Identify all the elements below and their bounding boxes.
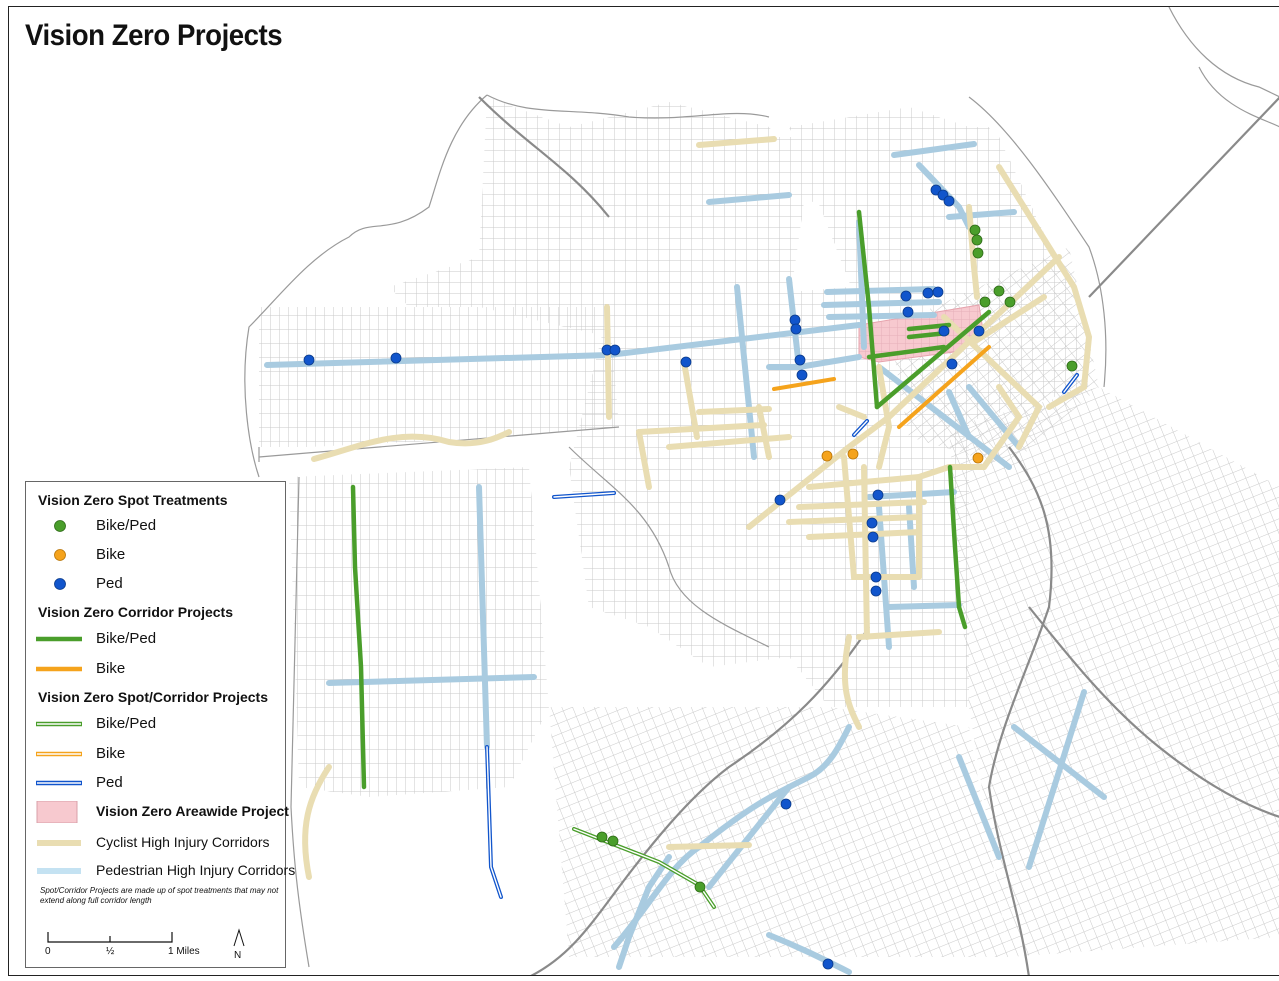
cyclist-corridors bbox=[302, 136, 1093, 880]
pedestrian-corridors bbox=[264, 141, 1107, 975]
bikeped-spot-corridors bbox=[572, 827, 716, 909]
tan-corridor-icon bbox=[37, 840, 81, 846]
legend-item-areawide: Vision Zero Areawide Project bbox=[34, 801, 289, 823]
scale-one: 1 Miles bbox=[168, 946, 200, 957]
scale-bar-graphic bbox=[47, 928, 245, 947]
green-dot-icon bbox=[54, 520, 66, 532]
legend-label: Ped bbox=[96, 774, 123, 791]
legend-item-corridor-bikeped: Bike/Ped bbox=[34, 628, 284, 650]
blue-double-line-icon bbox=[36, 780, 82, 786]
legend: Vision Zero Spot Treatments Bike/Ped Bik… bbox=[25, 481, 295, 968]
legend-label: Pedestrian High Injury Corridors bbox=[96, 862, 296, 878]
grid-richmond bbox=[259, 307, 619, 447]
orange-double-line-icon bbox=[36, 751, 82, 757]
legend-item-corridor-bike: Bike bbox=[34, 658, 284, 680]
legend-label: Bike/Ped bbox=[96, 630, 157, 647]
orange-dot-icon bbox=[54, 549, 66, 561]
bike-corridors bbox=[772, 345, 991, 429]
spot-dots-bikeped bbox=[596, 224, 1078, 893]
legend-label: Bike bbox=[96, 745, 126, 762]
grid-southeast bbox=[949, 387, 1279, 957]
legend-item-pedestrian-corridor: Pedestrian High Injury Corridors bbox=[34, 860, 295, 882]
legend-item-spotcorridor-bike: Bike bbox=[34, 743, 284, 765]
north-arrow-label: N bbox=[234, 950, 242, 961]
map-frame: Vision Zero Projects Vision Zero Spot Tr… bbox=[8, 6, 1279, 976]
legend-label: Bike bbox=[96, 546, 126, 563]
legend-item-spot-ped: Ped bbox=[34, 573, 284, 595]
legend-item-spotcorridor-bikeped: Bike/Ped bbox=[34, 713, 284, 735]
scale-zero: 0 bbox=[45, 946, 51, 957]
scale-bar: 0 ½ 1 Miles N bbox=[36, 926, 276, 962]
freeways bbox=[478, 96, 1279, 975]
blue-dot-icon bbox=[54, 578, 66, 590]
green-line-icon bbox=[36, 636, 82, 642]
base-outlines bbox=[244, 7, 1279, 968]
map-canvas bbox=[244, 7, 1279, 975]
spot-dots-ped bbox=[303, 184, 985, 970]
lightblue-corridor-icon bbox=[37, 868, 81, 874]
legend-label: Bike bbox=[96, 660, 126, 677]
legend-item-spotcorridor-ped: Ped bbox=[34, 772, 284, 794]
scale-half: ½ bbox=[106, 946, 115, 957]
green-double-line-icon bbox=[36, 721, 82, 727]
street-grid bbox=[259, 97, 1279, 957]
legend-item-spot-bikeped: Bike/Ped bbox=[34, 515, 284, 537]
pink-area-icon bbox=[36, 801, 78, 823]
legend-spotcorridor-title: Vision Zero Spot/Corridor Projects bbox=[38, 689, 269, 705]
legend-item-spot-bike: Bike bbox=[34, 544, 284, 566]
legend-label: Ped bbox=[96, 575, 123, 592]
legend-corridor-title: Vision Zero Corridor Projects bbox=[38, 604, 234, 620]
orange-line-icon bbox=[36, 666, 82, 672]
legend-item-cyclist-corridor: Cyclist High Injury Corridors bbox=[34, 832, 284, 854]
spot-dots-bike bbox=[821, 448, 984, 464]
legend-label: Bike/Ped bbox=[96, 517, 157, 534]
ped-spot-corridors bbox=[485, 373, 1079, 899]
grid-sunset bbox=[289, 467, 549, 797]
grid-marina bbox=[689, 127, 1009, 207]
legend-label: Bike/Ped bbox=[96, 715, 157, 732]
legend-note: Spot/Corridor Projects are made up of sp… bbox=[40, 886, 279, 905]
legend-spot-title: Vision Zero Spot Treatments bbox=[38, 492, 228, 508]
legend-label: Vision Zero Areawide Project bbox=[96, 803, 289, 819]
legend-label: Cyclist High Injury Corridors bbox=[96, 834, 270, 850]
grid-south bbox=[549, 707, 1009, 957]
map-title: Vision Zero Projects bbox=[25, 19, 283, 52]
